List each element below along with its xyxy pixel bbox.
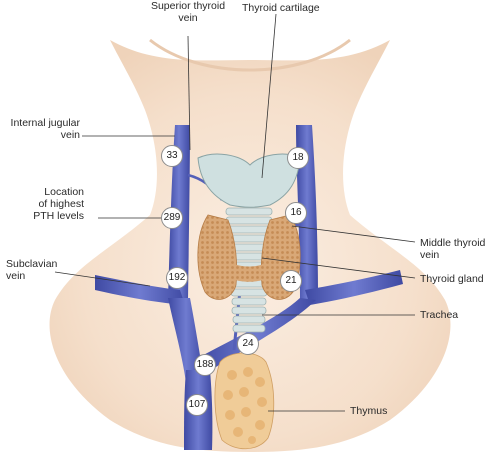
thymus-label: Thymus [350,405,388,417]
pth-value-right-brachiocephalic: 188 [194,354,216,376]
leader-lines [54,13,416,412]
thyroid-isthmus [230,262,268,282]
pth-value-left-brachiocephalic: 24 [237,333,259,355]
internal-jugular-vein-label: Internal jugular vein [10,117,80,141]
left-internal-jugular-vein [296,125,318,300]
right-subclavian-vein [95,275,185,305]
thymus-lobules [223,367,267,444]
left-subclavian-vein [305,270,403,305]
thyroid-cartilage-shape [197,153,301,208]
thyroid-gland-right-lobe [197,214,238,300]
left-brachiocephalic-vein [198,298,316,372]
pth-value-left-subclavian: 21 [280,270,302,292]
chin-shadow [149,38,351,72]
subclavian-vein-label: Subclavian vein [6,258,58,282]
pth-value-right-ij-upper: 33 [161,145,183,167]
middle-thyroid-vein-label: Middle thyroid vein [420,237,486,261]
trachea-label: Trachea [420,309,459,321]
pth-value-right-subclavian: 192 [166,267,188,289]
pth-value-svc: 107 [186,394,208,416]
pth-value-left-ij-mid: 16 [285,202,307,224]
location-highest-pth-label: Location of highest PTH levels [33,186,84,222]
pth-value-left-ij-upper: 18 [287,147,309,169]
pth-value-right-ij-mid: 289 [161,207,183,229]
thyroid-cartilage-label: Thyroid cartilage [242,2,320,14]
thyroid-gland-label: Thyroid gland [420,273,484,285]
superior-thyroid-vein-label: Superior thyroid vein [150,0,226,24]
